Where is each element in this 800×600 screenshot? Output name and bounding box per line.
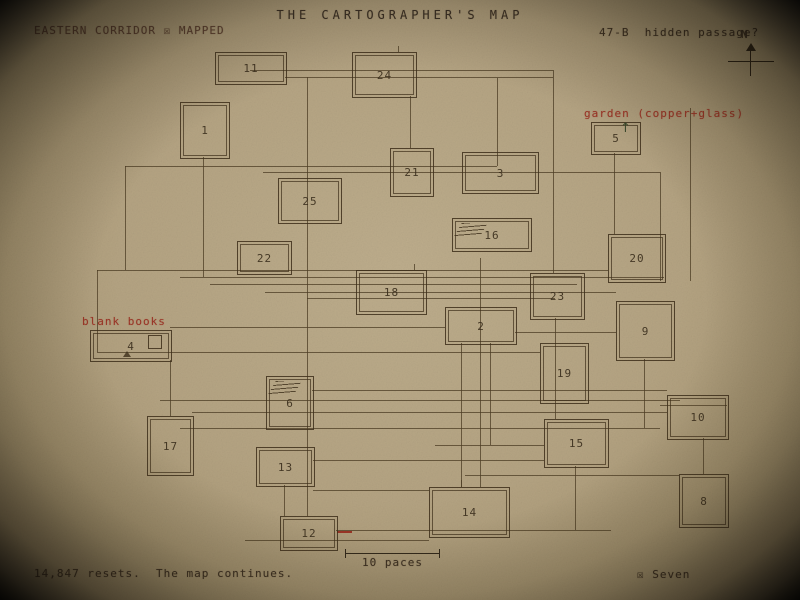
room-label: 17 bbox=[162, 439, 179, 453]
room-5: 5 bbox=[591, 122, 641, 155]
room-17: 17 bbox=[147, 416, 194, 476]
room-label: 15 bbox=[568, 437, 585, 450]
room-12: 12 bbox=[280, 516, 338, 551]
room-label: 4 bbox=[127, 339, 135, 353]
room-19: 19 bbox=[540, 343, 589, 404]
room-10: 10 bbox=[667, 395, 729, 440]
compass-north-label: N bbox=[741, 28, 749, 41]
room-label: 24 bbox=[376, 68, 393, 82]
corridor-line bbox=[480, 258, 481, 487]
room-label: 14 bbox=[461, 506, 478, 519]
room-label: 2 bbox=[477, 319, 485, 333]
note-blank-books: blank books bbox=[82, 315, 166, 328]
compass-horizontal-line bbox=[728, 61, 774, 62]
room-20: 20 bbox=[608, 234, 666, 283]
room-13: 13 bbox=[256, 447, 315, 487]
compass-arrow-icon bbox=[746, 43, 756, 51]
room-1: 1 bbox=[180, 102, 230, 159]
corridor-line bbox=[97, 270, 608, 271]
room-label: 9 bbox=[641, 324, 650, 338]
corridor-line bbox=[703, 438, 704, 474]
room-24: 24 bbox=[352, 52, 417, 98]
room-14: 14 bbox=[429, 487, 510, 538]
room-8: 8 bbox=[679, 474, 729, 528]
corridor-line bbox=[461, 480, 462, 487]
corridor-line bbox=[410, 96, 411, 148]
note-resets: 14,847 resets. The map continues. bbox=[34, 567, 294, 580]
corridor-line bbox=[203, 157, 204, 277]
room-label: 11 bbox=[243, 62, 259, 75]
red-ink-mark bbox=[337, 531, 352, 533]
corridor-line bbox=[285, 77, 553, 78]
room-23: 23 bbox=[530, 273, 585, 320]
corridor-line bbox=[170, 360, 171, 416]
corridor-line bbox=[313, 460, 544, 461]
corridor-line bbox=[515, 332, 616, 333]
room-6: 6 bbox=[266, 376, 314, 430]
room-label: 21 bbox=[404, 166, 420, 179]
room-label: 18 bbox=[383, 286, 400, 299]
scale-label: 10 paces bbox=[362, 556, 423, 569]
room-label: 5 bbox=[612, 132, 620, 145]
corridor-line bbox=[614, 153, 615, 234]
room-label: 13 bbox=[277, 460, 294, 474]
corridor-line bbox=[490, 343, 491, 445]
room-label: 1 bbox=[201, 124, 209, 137]
room-11: 11 bbox=[215, 52, 287, 85]
room-label: 3 bbox=[496, 166, 505, 180]
corridor-line bbox=[312, 390, 667, 391]
room-4: 4 bbox=[90, 330, 172, 362]
corridor-line bbox=[307, 298, 555, 299]
corridor-line bbox=[575, 466, 576, 530]
room-9: 9 bbox=[616, 301, 675, 361]
room-label: 16 bbox=[484, 228, 500, 242]
room-22: 22 bbox=[237, 241, 292, 275]
note-hidden-passage: 47-B hidden passage? bbox=[599, 26, 760, 39]
room-label: 10 bbox=[690, 411, 706, 424]
corridor-line bbox=[125, 166, 126, 270]
note-seven: ☒ Seven bbox=[637, 568, 691, 581]
scale-line bbox=[345, 553, 440, 554]
room-label: 23 bbox=[549, 290, 566, 303]
note-eastern-corridor: EASTERN CORRIDOR ☒ MAPPED bbox=[34, 24, 225, 37]
corridor-line bbox=[192, 412, 667, 413]
room-label: 20 bbox=[629, 252, 645, 265]
note-garden: garden (copper+glass) bbox=[584, 107, 745, 120]
page-title: THE CARTOGRAPHER'S MAP bbox=[276, 8, 524, 22]
corridor-line bbox=[160, 400, 680, 401]
room-16: 16 bbox=[452, 218, 532, 252]
corridor-line bbox=[461, 343, 462, 487]
garden-arrow-icon: ↑ bbox=[620, 121, 631, 136]
room-label: 6 bbox=[286, 396, 294, 410]
room-label: 22 bbox=[256, 251, 273, 265]
room-25: 25 bbox=[278, 178, 342, 224]
room-2: 2 bbox=[445, 307, 517, 345]
corridor-line bbox=[644, 359, 645, 428]
corridor-line bbox=[435, 445, 544, 446]
corridor-line bbox=[465, 475, 679, 476]
corridor-line bbox=[170, 327, 445, 328]
room-15: 15 bbox=[544, 419, 609, 468]
room-21: 21 bbox=[390, 148, 434, 197]
room-3: 3 bbox=[462, 152, 539, 194]
room-label: 25 bbox=[302, 194, 318, 208]
corridor-line bbox=[284, 485, 285, 516]
corridor-line bbox=[690, 108, 691, 281]
room-label: 8 bbox=[700, 494, 708, 508]
corridor-line bbox=[553, 70, 554, 273]
corridor-line bbox=[313, 490, 429, 491]
room-18: 18 bbox=[356, 270, 427, 315]
corridor-line bbox=[125, 166, 497, 167]
room-label: 12 bbox=[301, 527, 317, 540]
room-label: 19 bbox=[556, 367, 573, 380]
